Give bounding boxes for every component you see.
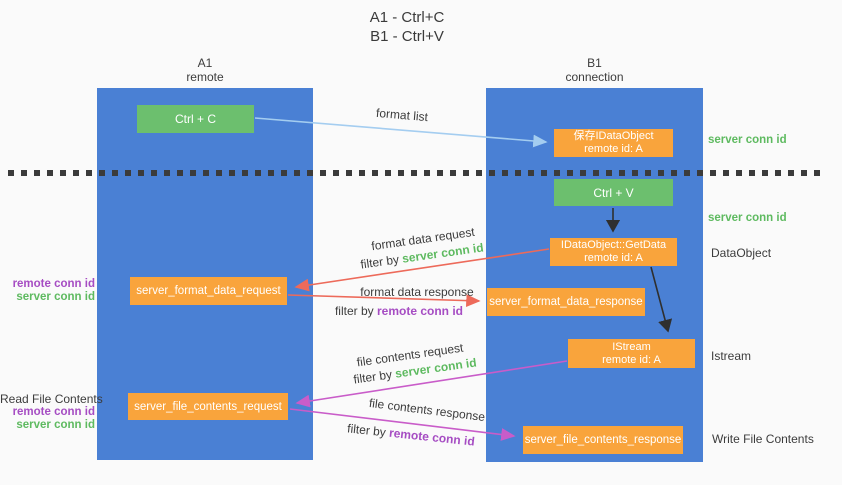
edge-file-contents-response-arrow bbox=[289, 408, 516, 441]
node-istream-remote-id: remote id: A bbox=[602, 353, 661, 366]
annotation-read-file-contents: Read File Contents bbox=[0, 392, 103, 406]
node-server-format-data-response: server_format_data_response bbox=[487, 288, 645, 316]
annotation-remote-conn-id: remote conn id bbox=[12, 278, 95, 290]
machine-boundary-dotted-line bbox=[8, 170, 825, 176]
lane-b1-title: B1 bbox=[587, 56, 602, 70]
label-filter-by-remote-conn-id-1: filter by remote conn id bbox=[304, 304, 494, 318]
lane-b1-subtitle: connection bbox=[565, 70, 624, 84]
node-save-idataobject-remote-id: remote id: A bbox=[584, 143, 643, 155]
lane-header-a1: A1 remote bbox=[97, 56, 313, 84]
node-getdata-title: IDataObject::GetData bbox=[560, 239, 667, 251]
annotation-read-file-contents-block: Read File Contents remote conn id server… bbox=[0, 392, 103, 432]
node-getdata-remote-id: remote id: A bbox=[584, 252, 643, 264]
lane-header-b1: B1 connection bbox=[486, 56, 703, 84]
lane-a1-title: A1 bbox=[197, 56, 213, 70]
edge-file-contents-request-arrow bbox=[295, 360, 568, 408]
node-istream: IStream remote id: A bbox=[568, 339, 695, 368]
annotation-dataobject: DataObject bbox=[711, 246, 772, 260]
edge-getdata-to-istream-arrow bbox=[650, 266, 673, 333]
label-format-data-response: format data response bbox=[360, 285, 474, 299]
node-server-format-data-request: server_format_data_request bbox=[130, 277, 287, 305]
annotation-server-conn-id-mid: server conn id bbox=[708, 212, 787, 224]
annotation-server-conn-id-top: server conn id bbox=[708, 134, 787, 146]
node-istream-title: IStream bbox=[612, 340, 651, 353]
annotation-istream: Istream bbox=[711, 349, 752, 363]
node-server-file-contents-request: server_file_contents_request bbox=[128, 393, 288, 420]
diagram-title-line1: A1 - Ctrl+C bbox=[369, 9, 445, 26]
node-server-file-contents-response: server_file_contents_response bbox=[523, 426, 683, 454]
annotation-write-file-contents: Write File Contents bbox=[712, 432, 814, 446]
remote-conn-id-text: remote conn id bbox=[377, 304, 464, 318]
edge-format-data-response-arrow bbox=[287, 294, 481, 307]
node-ctrl-v: Ctrl + V bbox=[554, 179, 673, 206]
edge-format-data-request-arrow bbox=[294, 248, 550, 292]
diagram-title-line2: B1 - Ctrl+V bbox=[370, 28, 444, 45]
node-idataobject-getdata: IDataObject::GetData remote id: A bbox=[550, 238, 677, 266]
annotation-conn-ids-format: remote conn id server conn id bbox=[0, 278, 95, 304]
lane-a1-subtitle: remote bbox=[186, 70, 224, 84]
annotation-remote-conn-id: remote conn id bbox=[12, 406, 95, 418]
diagram-title: A1 - Ctrl+C B1 - Ctrl+V bbox=[307, 8, 507, 46]
filter-by-text: filter by bbox=[334, 304, 374, 318]
annotation-server-conn-id: server conn id bbox=[16, 291, 95, 303]
node-ctrl-c: Ctrl + C bbox=[137, 105, 254, 133]
annotation-server-conn-id: server conn id bbox=[16, 419, 95, 431]
node-save-idataobject: 保存IDataObject remote id: A bbox=[554, 129, 673, 157]
edge-format-list-arrow bbox=[254, 117, 548, 148]
node-save-idataobject-title: 保存IDataObject bbox=[573, 130, 654, 142]
